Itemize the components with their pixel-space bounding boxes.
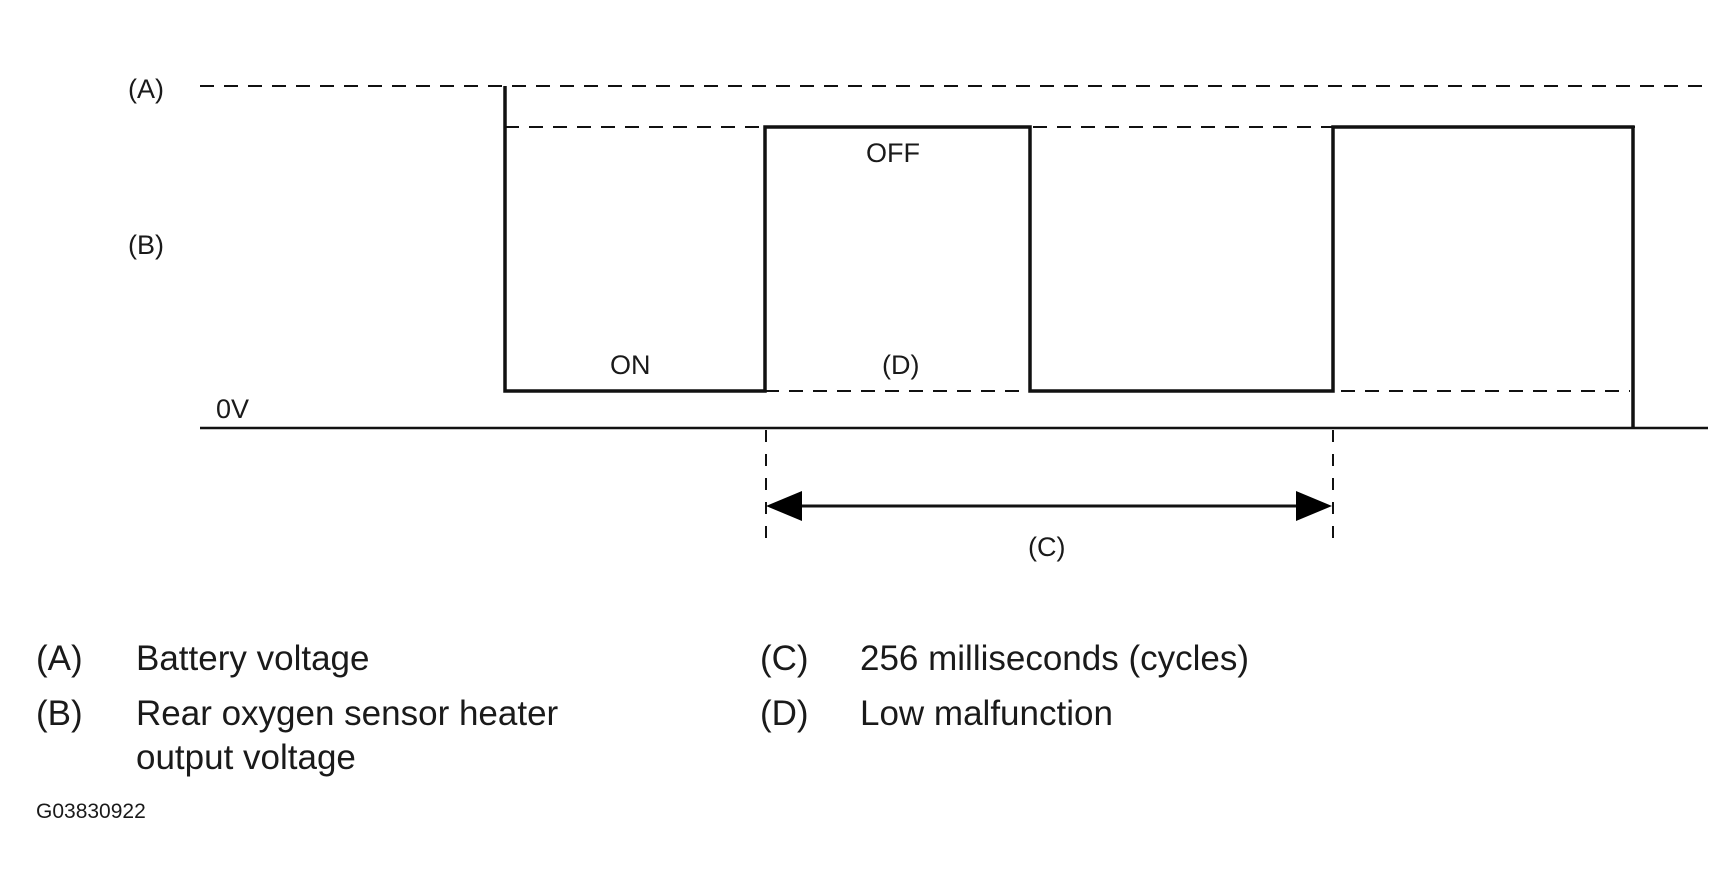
- figure-id: G03830922: [36, 800, 146, 823]
- on-state-label: ON: [610, 350, 651, 380]
- level-b-label: (B): [128, 230, 164, 260]
- heater-output-waveform: [503, 86, 1635, 428]
- off-state-label: OFF: [866, 138, 920, 168]
- period-arrow-left-head: [766, 491, 802, 521]
- marker-c-label: (C): [1028, 532, 1065, 562]
- period-arrow-right-head: [1296, 491, 1332, 521]
- marker-d-label: (D): [882, 350, 919, 380]
- zero-volt-label: 0V: [216, 394, 249, 424]
- level-a-label: (A): [128, 74, 164, 104]
